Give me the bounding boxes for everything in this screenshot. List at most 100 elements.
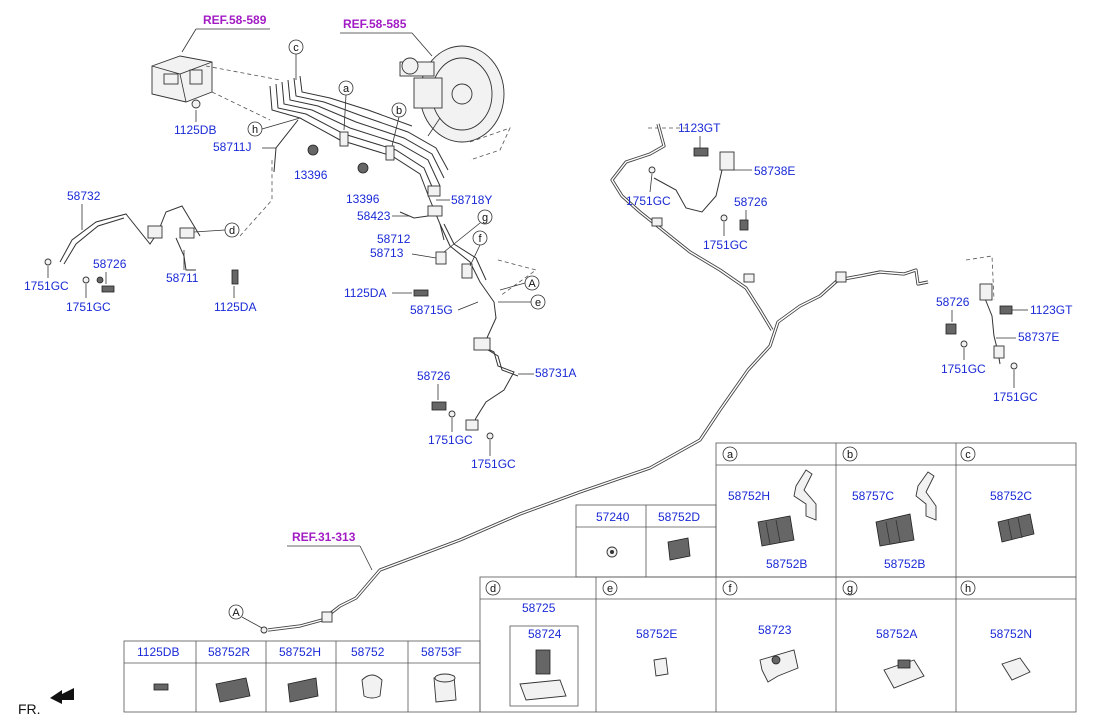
circle-letter-f[interactable]: f [469,230,488,267]
callout-13396-a[interactable]: 13396 [294,168,328,182]
circle-letter-e[interactable]: e [498,294,546,310]
svg-text:d: d [490,583,496,595]
callout-58711[interactable]: 58711 [166,271,199,285]
callout-58712[interactable]: 58712 [377,232,411,246]
bottom-header-2[interactable]: 58752R [208,645,250,659]
rear-hose-mid [413,289,519,440]
callouts: 1125DB 58711J 13396 13396 58718Y 58423 5… [24,110,1073,471]
svg-text:58752A[interactable]: 58752A [876,627,917,641]
front-left-hose [44,205,239,293]
direction-label: FR. [18,701,41,717]
svg-text:58752E[interactable]: 58752E [636,627,677,641]
svg-text:58757C[interactable]: 58757C [852,489,894,503]
cell-g: g 58752A [842,580,925,689]
callout-58726-left[interactable]: 58726 [93,257,127,271]
callout-58718Y[interactable]: 58718Y [451,193,492,207]
callout-13396-b[interactable]: 13396 [346,192,380,206]
front-direction-indicator: FR. [18,688,74,717]
svg-text:f: f [728,583,732,595]
ref-58-589-label[interactable]: REF.58-589 [203,13,267,27]
svg-text:58724[interactable]: 58724 [528,627,562,641]
mid-header-58752D[interactable]: 58752D [658,510,700,524]
long-rear-tube [260,123,929,634]
svg-text:h: h [252,124,258,136]
callout-1751GC-mid1[interactable]: 1751GC [428,433,473,447]
rear-right-hose-side [945,283,1018,370]
callout-58731A[interactable]: 58731A [535,366,576,380]
svg-text:58752H[interactable]: 58752H [728,489,770,503]
callout-58726-mid[interactable]: 58726 [417,369,451,383]
callout-58737E[interactable]: 58737E [1018,330,1059,344]
ref-58-589[interactable]: REF.58-589 [181,13,270,53]
ref-31-313[interactable]: REF.31-313 [287,530,373,571]
ref-31-313-label[interactable]: REF.31-313 [292,530,356,544]
callout-1125DA-left[interactable]: 1125DA [214,300,256,314]
callout-58732[interactable]: 58732 [67,189,101,203]
circle-letter-h[interactable]: h [247,117,301,137]
callout-1751GC-left1[interactable]: 1751GC [24,279,69,293]
svg-text:58752C[interactable]: 58752C [990,489,1032,503]
ref-58-585-label[interactable]: REF.58-585 [343,17,407,31]
bottom-header-5[interactable]: 58753F [421,645,462,659]
circle-letter-A-lower[interactable]: A [228,604,263,629]
circle-letter-a[interactable]: a [338,80,354,131]
svg-text:58752B[interactable]: 58752B [766,557,807,571]
tube-bundle [269,75,497,341]
bottom-header-3[interactable]: 58752H [279,645,321,659]
cell-e: e 58752E [602,580,677,677]
front-arrow-icon [50,688,74,704]
svg-text:58752N[interactable]: 58752N [990,627,1032,641]
svg-text:58723[interactable]: 58723 [758,623,792,637]
callout-1125DB[interactable]: 1125DB [174,123,216,137]
callout-58423[interactable]: 58423 [357,209,391,223]
circle-letter-d[interactable]: d [193,222,240,238]
svg-text:e: e [535,297,541,309]
svg-text:A: A [528,278,536,290]
svg-text:e: e [607,583,613,595]
circle-letter-c[interactable]: c [288,39,304,80]
callout-58726-right[interactable]: 58726 [936,295,970,309]
ref-58-585[interactable]: REF.58-585 [340,17,433,57]
callout-58738E[interactable]: 58738E [754,164,795,178]
mid-header-57240[interactable]: 57240 [596,510,630,524]
callout-1751GC-mid2[interactable]: 1751GC [471,457,516,471]
callout-1751GC-right2[interactable]: 1751GC [993,390,1038,404]
svg-text:b: b [396,105,402,117]
circle-letter-b[interactable]: b [391,102,407,147]
svg-text:b: b [847,449,853,461]
circle-letter-g[interactable]: g [443,209,493,253]
circle-letter-A-upper[interactable]: A [499,275,540,291]
svg-text:g: g [482,212,488,224]
parts-table-bottom: 1125DB 58752R 58752H 58752 58753F [123,640,481,713]
callout-1751GC-left2[interactable]: 1751GC [66,300,111,314]
callout-1751GC-tr2[interactable]: 1751GC [703,238,748,252]
bottom-header-4[interactable]: 58752 [351,645,385,659]
svg-text:a: a [727,449,734,461]
cell-h: h 58752N [960,580,1032,681]
callout-1123GT-right[interactable]: 1123GT [1030,303,1073,317]
svg-text:A: A [232,607,240,619]
callout-58726-tr[interactable]: 58726 [734,195,768,209]
callout-58715G[interactable]: 58715G [410,303,453,317]
cell-c: c 58752C [960,446,1035,543]
callout-58711J[interactable]: 58711J [213,140,251,154]
callout-1751GC-right1[interactable]: 1751GC [941,362,986,376]
callout-1123GT-top[interactable]: 1123GT [678,121,721,135]
svg-text:c: c [965,449,971,461]
bottom-header-1[interactable]: 1125DB [137,645,179,659]
parts-table-right: a 58752H 58752B b 58757C 58752B c 58752C [479,442,1077,713]
svg-text:58725[interactable]: 58725 [522,601,556,615]
callout-58713[interactable]: 58713 [370,246,404,260]
svg-text:c: c [293,42,299,54]
cell-b: b 58757C 58752B [842,446,937,571]
cell-d: d 58725 58724 [485,580,579,707]
svg-text:a: a [343,83,350,95]
svg-text:g: g [847,583,853,595]
svg-text:f: f [478,233,482,245]
callout-1751GC-tr1[interactable]: 1751GC [626,194,671,208]
svg-text:58752B[interactable]: 58752B [884,557,925,571]
callout-1125DA-mid[interactable]: 1125DA [344,286,386,300]
brake-booster [399,45,505,143]
cell-f: f 58723 [722,580,799,683]
